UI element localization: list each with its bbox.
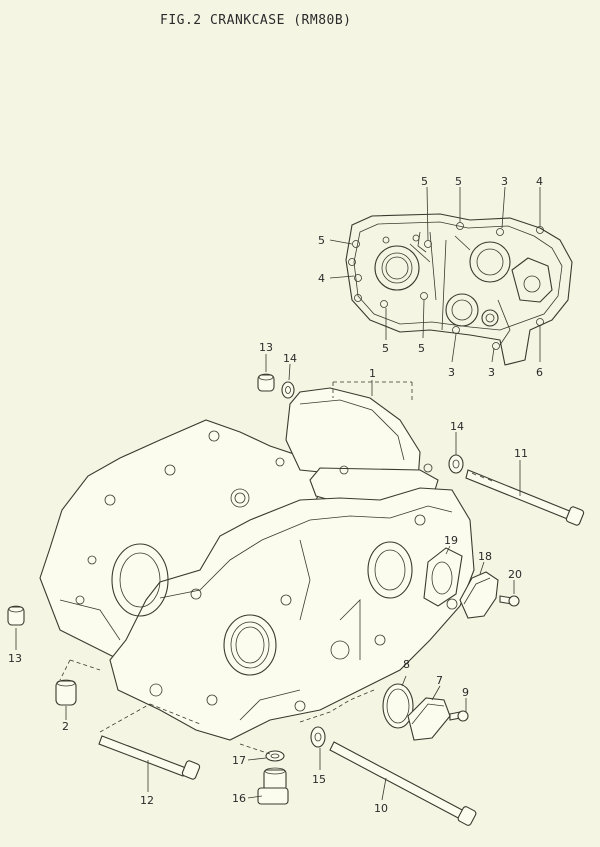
callout-12: 12 (140, 794, 154, 807)
part-11-stud-bolt (465, 469, 585, 526)
callout-16: 16 (232, 792, 246, 805)
part-7-cap (407, 697, 451, 741)
callout-14: 14 (450, 420, 464, 433)
callout-8: 8 (403, 658, 410, 671)
callout-5: 5 (421, 175, 428, 188)
callout-19: 19 (444, 534, 458, 547)
callout-5: 5 (455, 175, 462, 188)
callout-6: 6 (536, 366, 543, 379)
inset-crankcase-view (329, 186, 573, 366)
part-14-washer-upper (281, 381, 295, 399)
part-16-drain-plug (257, 767, 289, 805)
part-19-gasket (423, 547, 463, 607)
callout-4: 4 (536, 175, 543, 188)
callout-7: 7 (436, 674, 443, 687)
part-15-washer (310, 726, 326, 748)
callout-4: 4 (318, 272, 325, 285)
callout-10: 10 (374, 802, 388, 815)
callout-13: 13 (259, 341, 273, 354)
callout-13: 13 (8, 652, 22, 665)
part-18-cover (459, 571, 499, 619)
callout-3: 3 (488, 366, 495, 379)
part-14-washer-right (448, 454, 464, 474)
alignment-lines (59, 381, 413, 755)
callout-20: 20 (508, 568, 522, 581)
part-2-dowel (55, 679, 77, 706)
part-8-o-ring (382, 683, 414, 729)
callout-14: 14 (283, 352, 297, 365)
part-10-bolt (329, 741, 477, 826)
callout-3: 3 (448, 366, 455, 379)
part-9-screw (449, 710, 469, 722)
figure-title: FIG.2 CRANKCASE (RM80B) (160, 13, 352, 28)
part-13-nut-left (7, 605, 25, 626)
callout-5: 5 (318, 234, 325, 247)
part-20-screw (499, 595, 520, 607)
callout-3: 3 (501, 175, 508, 188)
callout-5: 5 (382, 342, 389, 355)
callout-17: 17 (232, 754, 246, 767)
callout-9: 9 (462, 686, 469, 699)
leader-lines (15, 354, 521, 801)
callout-2: 2 (62, 720, 69, 733)
part-17-washer (265, 750, 285, 762)
part-13-nut-upper (257, 373, 275, 392)
callout-1: 1 (369, 367, 376, 380)
callout-11: 11 (514, 447, 528, 460)
callout-15: 15 (312, 773, 326, 786)
callout-5: 5 (418, 342, 425, 355)
part-12-bolt (98, 735, 201, 780)
callout-18: 18 (478, 550, 492, 563)
callouts: 5 5 3 4 5 4 5 5 3 3 6 13 14 1 14 11 19 1… (8, 175, 543, 815)
crankcase-assembly (39, 387, 475, 741)
